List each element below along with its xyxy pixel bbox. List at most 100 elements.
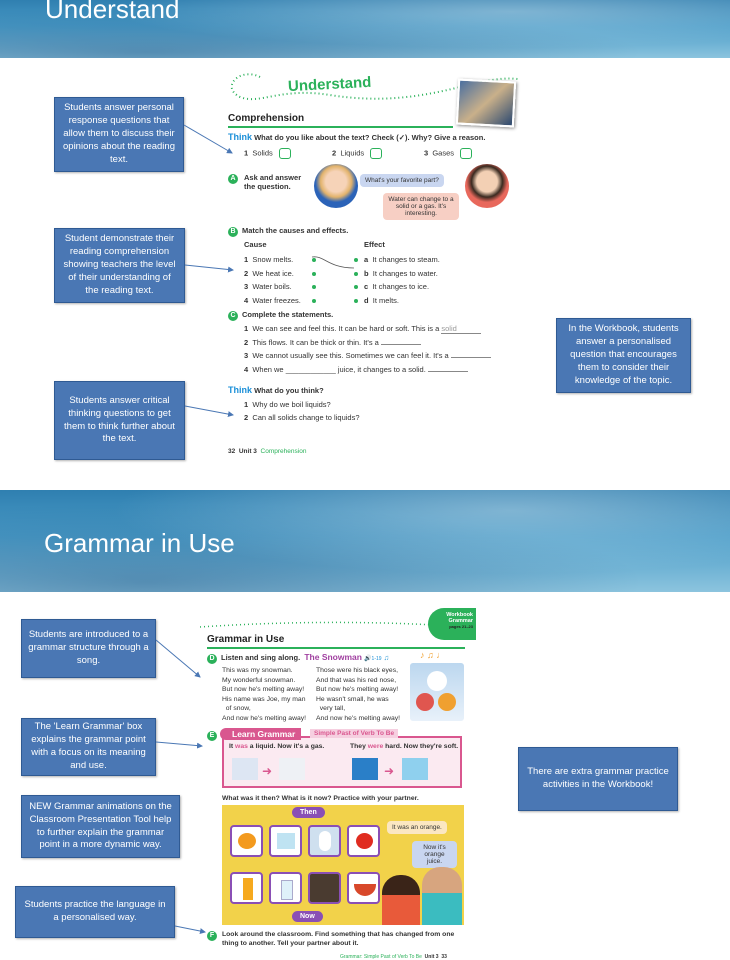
effect-text: It changes to water. bbox=[372, 268, 438, 278]
footer-section: Grammar: Simple Past of Verb To Be bbox=[340, 954, 422, 960]
answer-blank[interactable]: solid bbox=[441, 324, 482, 334]
orange-tile bbox=[230, 825, 263, 857]
tab-line: Grammar bbox=[448, 618, 473, 624]
section-title: Grammar in Use bbox=[207, 634, 285, 645]
arrow bbox=[155, 741, 203, 749]
melted-ice-image bbox=[402, 758, 428, 780]
question-text: Why do we boil liquids? bbox=[252, 400, 331, 409]
song-line: of snow, bbox=[222, 705, 251, 712]
ice-cubes-tile bbox=[269, 825, 302, 857]
exercise-f-text: Look around the classroom. Find somethin… bbox=[222, 931, 455, 947]
callout-critical-thinking: Students answer critical thinking questi… bbox=[54, 381, 185, 460]
song-line: He wasn't small, he was bbox=[316, 695, 389, 703]
statement-row: 4 When we ____________ juice, it changes… bbox=[244, 365, 468, 374]
song-line: My wonderful snowman. bbox=[222, 676, 296, 684]
match-dot[interactable] bbox=[312, 258, 316, 262]
callout-workbook-grammar: There are extra grammar practice activit… bbox=[518, 747, 678, 811]
option-number: 2 bbox=[332, 148, 337, 158]
cause-row: 4 Water freezes. bbox=[244, 296, 301, 305]
cause-text: We heat ice. bbox=[252, 268, 294, 278]
statement-text: We cannot usually see this. Sometimes we… bbox=[252, 351, 449, 360]
footer-section: Comprehension bbox=[260, 448, 307, 455]
tab-line: Workbook bbox=[446, 612, 473, 618]
effect-text: It changes to ice. bbox=[372, 282, 430, 291]
match-dot[interactable] bbox=[354, 285, 358, 289]
snowman-tile bbox=[308, 825, 341, 857]
checkbox-gases[interactable] bbox=[460, 148, 473, 159]
arrow bbox=[184, 264, 234, 273]
cause-row: 2 We heat ice. bbox=[244, 269, 294, 278]
song-line: And now he's melting away! bbox=[222, 714, 307, 722]
example-text: hard. Now they're soft. bbox=[385, 743, 459, 750]
checkbox-solids[interactable] bbox=[278, 148, 291, 159]
page-number: 33 bbox=[441, 954, 447, 960]
steam-image bbox=[279, 758, 305, 780]
exercise-c-text: Complete the statements. bbox=[242, 310, 334, 319]
cause-text: Snow melts. bbox=[252, 255, 294, 264]
match-dot[interactable] bbox=[312, 271, 316, 276]
match-dot[interactable] bbox=[312, 285, 316, 289]
section-rule bbox=[207, 647, 465, 649]
statement-row: 1 We can see and feel this. It can be ha… bbox=[244, 324, 482, 334]
effect-row: a It changes to steam. bbox=[364, 255, 440, 264]
callout-reading-comprehension: Student demonstrate their reading compre… bbox=[54, 228, 185, 303]
song-line: Those were his black eyes, bbox=[316, 667, 398, 674]
example-verb: were bbox=[367, 743, 384, 750]
match-dot[interactable] bbox=[354, 258, 358, 262]
think-label: Think bbox=[228, 132, 252, 142]
item-number: 1 bbox=[244, 324, 249, 333]
speech-bubble-2: Now it's orange juice. bbox=[412, 841, 457, 868]
checkbox-liquids[interactable] bbox=[370, 148, 383, 159]
section-rule bbox=[228, 126, 453, 128]
cause-number: 4 bbox=[244, 295, 249, 305]
effect-letter: c bbox=[364, 282, 369, 291]
track-number: 1-19 bbox=[371, 656, 382, 662]
answer-blank[interactable] bbox=[427, 370, 468, 372]
unit-label: Unit 3 bbox=[424, 954, 439, 960]
exercise-a-text: Ask and answer the question. bbox=[244, 173, 302, 191]
speech-bubble-2: Water can change to a solid or a gas. It… bbox=[383, 193, 459, 220]
water-glass-tile bbox=[269, 872, 302, 904]
item-number: 2 bbox=[244, 413, 249, 422]
banner-grammar-in-use: Grammar in Use bbox=[0, 490, 730, 592]
girl-avatar-1 bbox=[314, 164, 358, 208]
match-dot[interactable] bbox=[312, 298, 316, 303]
slide-title: Grammar in Use bbox=[44, 528, 235, 558]
cause-number: 2 bbox=[244, 268, 249, 278]
girl-avatar-2 bbox=[465, 164, 509, 208]
callout-workbook-personalised: In the Workbook, students answer a perso… bbox=[556, 318, 691, 393]
item-number: 2 bbox=[244, 337, 249, 347]
option-number: 3 bbox=[424, 148, 429, 158]
section-title: Comprehension bbox=[228, 113, 305, 124]
puddle-tile bbox=[308, 872, 341, 904]
song-title: The Snowman bbox=[304, 652, 362, 662]
option-number: 1 bbox=[244, 148, 249, 158]
arrow bbox=[184, 405, 234, 418]
arrow bbox=[174, 925, 206, 934]
audio-icon[interactable]: 🔊 bbox=[364, 656, 372, 662]
tomato-soup-tile bbox=[347, 872, 380, 904]
answer-blank[interactable] bbox=[450, 357, 491, 358]
slide-title: Understand bbox=[45, 0, 180, 24]
music-notes-icon: ♪ ♫ ♩ bbox=[420, 650, 446, 660]
orange-juice-tile bbox=[230, 872, 263, 904]
effect-letter: b bbox=[364, 268, 369, 278]
song-line: This was my snowman. bbox=[222, 667, 293, 674]
example-text: It bbox=[229, 743, 234, 750]
answer-blank[interactable] bbox=[380, 343, 421, 345]
exercise-f-badge: F bbox=[207, 931, 217, 941]
cause-header: Cause bbox=[244, 240, 267, 249]
effect-row: b It changes to water. bbox=[364, 269, 438, 278]
item-number: 1 bbox=[244, 400, 249, 409]
arrow-right-icon: ➜ bbox=[384, 764, 395, 778]
match-dot[interactable] bbox=[354, 271, 358, 276]
cause-text: Water freezes. bbox=[252, 295, 301, 305]
match-dot[interactable] bbox=[354, 298, 358, 303]
callout-grammar-animations: NEW Grammar animations on the Classroom … bbox=[21, 795, 180, 858]
unit-label: Unit 3 bbox=[238, 448, 257, 455]
learn-grammar-subtitle: Simple Past of Verb To Be bbox=[310, 729, 399, 738]
banner-understand: Understand bbox=[0, 0, 730, 58]
